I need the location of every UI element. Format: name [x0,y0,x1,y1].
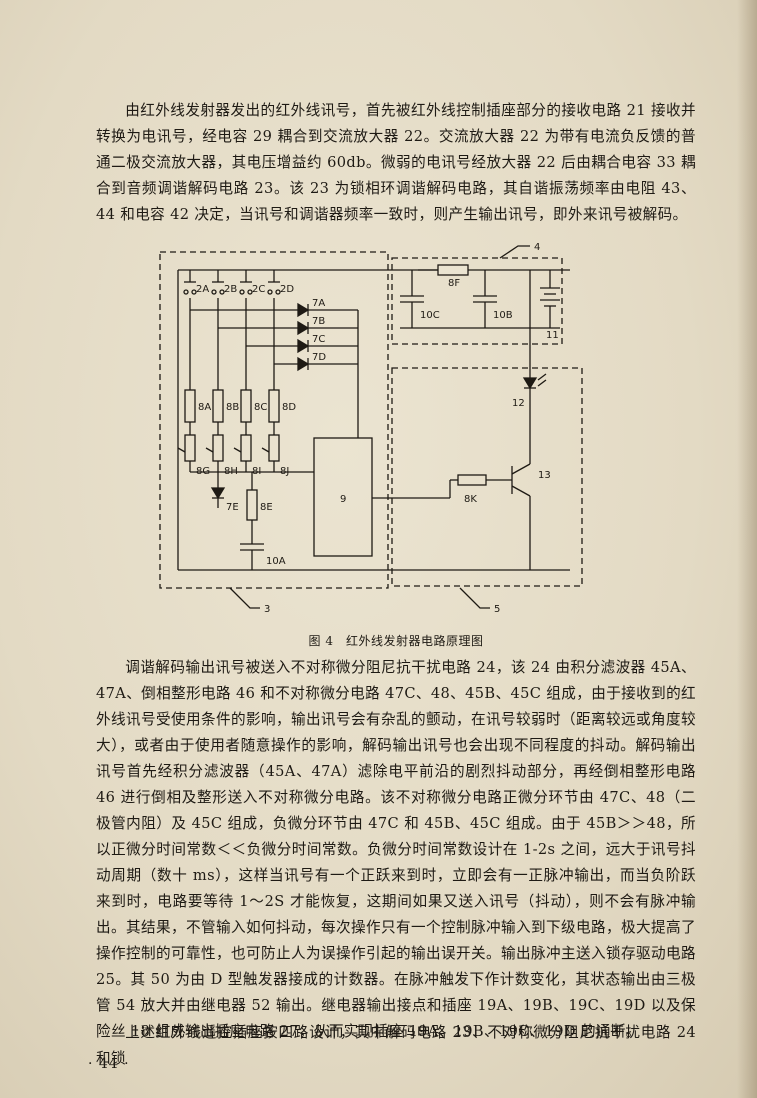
diode-7d [274,356,358,372]
label-7a: 7A [312,298,325,309]
battery-11 [540,270,560,328]
label-8e: 8E [260,502,273,513]
diode-7b [218,320,358,336]
paragraph-four-channel: 上述红外线遥控插座按四路设计，其中解码电路 23、不对称微分阻尼抗干扰电路 24… [96,1024,696,1067]
label-2b: 2B [224,284,237,295]
label-8b: 8B [226,402,239,413]
pot-8h [205,434,224,472]
label-7e: 7E [226,502,239,513]
label-7d: 7D [312,352,326,363]
switch-2c [239,270,253,390]
label-8c: 8C [254,402,267,413]
block-4-leader [499,245,530,259]
switch-2d [267,270,281,390]
label-13: 13 [538,470,551,481]
page-number: · 44 · [88,1056,130,1072]
switch-2a [183,270,197,390]
label-10c: 10C [420,310,440,321]
resistor-8a [184,389,196,435]
figure-caption: 图 4 红外线发射器电路原理图 [308,634,484,648]
circuit-diagram-figure-4: 2A 2B 2C 2D 7A 7B 7C 7D [100,210,700,630]
label-8d: 8D [282,402,296,413]
label-2c: 2C [252,284,265,295]
circuit-schematic: 2A 2B 2C 2D 7A 7B 7C 7D [159,242,583,615]
label-2d: 2D [280,284,294,295]
diode-7c [246,338,358,354]
resistor-8b [212,389,224,435]
diode-7a [190,302,358,318]
pot-8g [177,434,290,473]
resistor-8f [418,264,469,276]
label-8i: 8I [252,466,261,477]
resistor-8d [268,389,280,435]
block-5-outline [391,367,583,587]
capacitor-10c [400,270,424,328]
label-7c: 7C [312,334,325,345]
label-block-4: 4 [534,242,540,253]
label-8g: 8G [196,466,210,477]
label-2a: 2A [196,284,209,295]
label-10b: 10B [493,310,513,321]
label-8f: 8F [448,278,460,289]
block-3-outline [159,251,389,589]
label-9: 9 [340,494,346,505]
paragraph-anti-interference: 调谐解码输出讯号被送入不对称微分阻尼抗干扰电路 24，该 24 由积分滤波器 4… [96,659,696,1040]
paragraph-receiver-description: 由红外线发射器发出的红外线讯号，首先被红外线控制插座部分的接收电路 21 接收并… [96,102,696,223]
label-block-3: 3 [264,604,270,615]
block-4-outline [391,257,563,345]
led-12 [522,373,547,464]
pot-8i [233,434,252,472]
resistor-8e [246,472,258,544]
block-4-leader-lower [459,587,490,609]
switch-2b [211,270,225,390]
book-spine-shadow [737,0,757,1098]
ic-9 [313,437,373,557]
capacitor-10a [240,543,264,570]
diode-7e [210,472,226,508]
label-8j: 8J [280,466,289,477]
label-8a: 8A [198,402,211,413]
label-10a: 10A [266,556,286,567]
label-block-5: 5 [494,604,500,615]
resistor-8k [449,474,512,498]
label-12: 12 [512,398,525,409]
transistor-13 [511,463,531,570]
label-8k: 8K [464,494,477,505]
pot-8j [261,434,280,472]
label-8h: 8H [224,466,238,477]
block-3-leader [229,587,260,609]
label-11: 11 [546,330,559,341]
capacitor-10b [473,270,497,328]
resistor-8c [240,389,252,435]
label-7b: 7B [312,316,325,327]
